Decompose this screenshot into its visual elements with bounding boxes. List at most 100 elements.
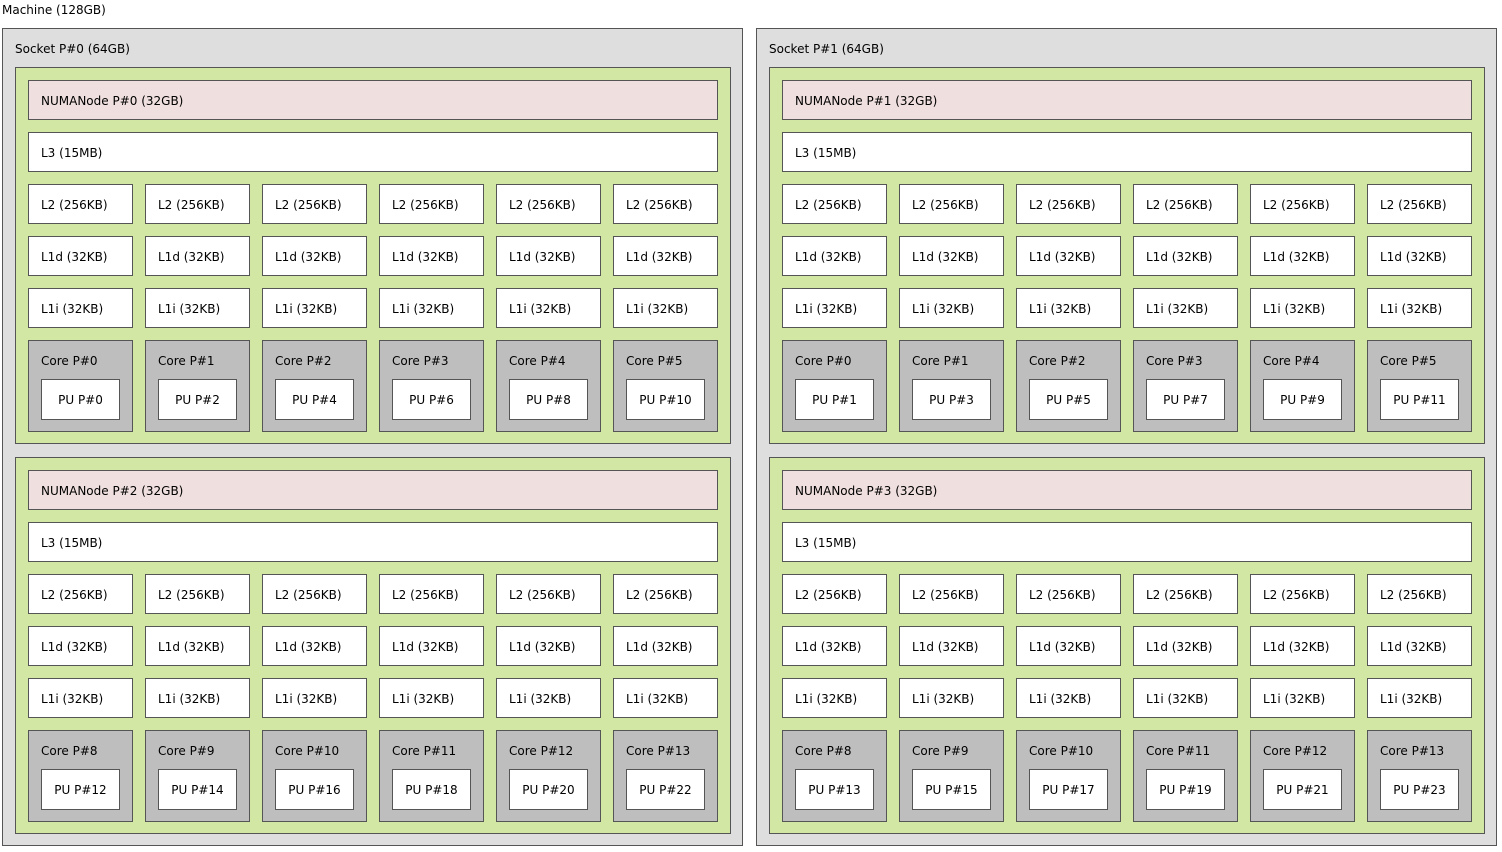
- numa-node-group: NUMANode P#3 (32GB) L3 (15MB) L2 (256KB) L2…: [769, 457, 1485, 834]
- l3-cache: L3 (15MB): [28, 132, 718, 172]
- l2-cache: L2 (256KB): [782, 184, 887, 224]
- l1d-cache: L1d (32KB): [1016, 236, 1121, 276]
- l1i-cache: L1i (32KB): [1250, 288, 1355, 328]
- l2-cache: L2 (256KB): [1250, 574, 1355, 614]
- l1i-cache: L1i (32KB): [899, 678, 1004, 718]
- numa-node-label: NUMANode P#2 (32GB): [41, 484, 184, 498]
- l1i-cache: L1i (32KB): [1016, 678, 1121, 718]
- l1i-cache: L1i (32KB): [379, 678, 484, 718]
- l1i-cache: L1i (32KB): [1016, 288, 1121, 328]
- l1i-cache-label: L1i (32KB): [1380, 692, 1443, 706]
- pu-box: PU P#12: [41, 769, 120, 810]
- core-label: Core P#9: [912, 744, 969, 758]
- core-label: Core P#9: [158, 744, 215, 758]
- pu-box: PU P#5: [1029, 379, 1108, 420]
- l1d-cache-label: L1d (32KB): [626, 640, 693, 654]
- pu-label: PU P#8: [526, 393, 571, 407]
- l1d-cache-label: L1d (32KB): [1146, 640, 1213, 654]
- l1d-cache: L1d (32KB): [28, 236, 133, 276]
- core-box: Core P#9 PU P#15: [899, 730, 1004, 822]
- pu-box: PU P#3: [912, 379, 991, 420]
- l2-cache: L2 (256KB): [262, 184, 367, 224]
- l1i-cache-label: L1i (32KB): [795, 302, 858, 316]
- l2-cache-label: L2 (256KB): [392, 588, 459, 602]
- l3-cache: L3 (15MB): [28, 522, 718, 562]
- numa-node-group: NUMANode P#0 (32GB) L3 (15MB) L2 (256KB) L2…: [15, 67, 731, 444]
- l1i-cache: L1i (32KB): [613, 288, 718, 328]
- l1i-cache: L1i (32KB): [1133, 288, 1238, 328]
- l2-cache-label: L2 (256KB): [392, 198, 459, 212]
- core-label: Core P#1: [912, 354, 969, 368]
- pu-label: PU P#3: [929, 393, 974, 407]
- numa-node-label: NUMANode P#3 (32GB): [795, 484, 938, 498]
- l1i-cache-label: L1i (32KB): [275, 692, 338, 706]
- l1i-cache-label: L1i (32KB): [392, 692, 455, 706]
- l1i-cache: L1i (32KB): [28, 678, 133, 718]
- l3-cache-label: L3 (15MB): [41, 146, 103, 160]
- l2-cache-label: L2 (256KB): [1146, 588, 1213, 602]
- numa-node-header: NUMANode P#0 (32GB): [28, 80, 718, 120]
- pu-box: PU P#7: [1146, 379, 1225, 420]
- pu-label: PU P#2: [175, 393, 220, 407]
- core-label: Core P#12: [1263, 744, 1328, 758]
- pu-label: PU P#1: [812, 393, 857, 407]
- l1d-cache: L1d (32KB): [613, 236, 718, 276]
- l1d-cache-label: L1d (32KB): [1029, 250, 1096, 264]
- l1i-cache: L1i (32KB): [899, 288, 1004, 328]
- l1i-cache-label: L1i (32KB): [912, 692, 975, 706]
- l1i-cache-label: L1i (32KB): [1263, 692, 1326, 706]
- core-label: Core P#0: [41, 354, 98, 368]
- l1d-cache: L1d (32KB): [1016, 626, 1121, 666]
- l1d-cache: L1d (32KB): [28, 626, 133, 666]
- l2-cache-label: L2 (256KB): [158, 588, 225, 602]
- l1d-cache-label: L1d (32KB): [795, 250, 862, 264]
- pu-box: PU P#8: [509, 379, 588, 420]
- pu-label: PU P#22: [639, 783, 692, 797]
- core-label: Core P#1: [158, 354, 215, 368]
- l1i-cache: L1i (32KB): [145, 678, 250, 718]
- numa-node-group: NUMANode P#1 (32GB)L3 (15MB)L2 (256KB)L2…: [769, 67, 1485, 444]
- pu-box: PU P#17: [1029, 769, 1108, 810]
- l1d-cache: L1d (32KB): [1250, 626, 1355, 666]
- core-box: Core P#0 PU P#0: [28, 340, 133, 432]
- l1i-cache-label: L1i (32KB): [275, 302, 338, 316]
- core-label: Core P#2: [275, 354, 332, 368]
- l1i-cache: L1i (32KB): [613, 678, 718, 718]
- l2-cache-label: L2 (256KB): [626, 198, 693, 212]
- l1d-cache: L1d (32KB): [1367, 236, 1472, 276]
- l2-cache-label: L2 (256KB): [275, 588, 342, 602]
- l1i-cache: L1i (32KB): [782, 678, 887, 718]
- l1d-cache-label: L1d (32KB): [509, 640, 576, 654]
- pu-box: PU P#11: [1380, 379, 1459, 420]
- l1d-cache-label: L1d (32KB): [41, 250, 108, 264]
- l2-cache: L2 (256KB): [145, 184, 250, 224]
- l2-cache: L2 (256KB): [1367, 184, 1472, 224]
- l3-cache-label: L3 (15MB): [795, 536, 857, 550]
- l2-cache-label: L2 (256KB): [275, 198, 342, 212]
- l2-cache-label: L2 (256KB): [912, 198, 979, 212]
- l2-cache-label: L2 (256KB): [158, 198, 225, 212]
- l1i-cache: L1i (32KB): [379, 288, 484, 328]
- pu-box: PU P#0: [41, 379, 120, 420]
- l2-cache-label: L2 (256KB): [1029, 198, 1096, 212]
- pu-label: PU P#15: [925, 783, 978, 797]
- l2-cache-label: L2 (256KB): [1146, 198, 1213, 212]
- pu-box: PU P#13: [795, 769, 874, 810]
- l1d-cache: L1d (32KB): [613, 626, 718, 666]
- l2-cache: L2 (256KB): [1250, 184, 1355, 224]
- core-label: Core P#8: [41, 744, 98, 758]
- l2-cache: L2 (256KB): [899, 574, 1004, 614]
- pu-label: PU P#11: [1393, 393, 1446, 407]
- core-label: Core P#5: [626, 354, 683, 368]
- l1d-cache-label: L1d (32KB): [392, 640, 459, 654]
- l1d-cache-label: L1d (32KB): [795, 640, 862, 654]
- l2-cache: L2 (256KB): [1367, 574, 1472, 614]
- l2-cache-label: L2 (256KB): [509, 198, 576, 212]
- socket-label: Socket P#0 (64GB): [15, 42, 130, 56]
- l2-cache: L2 (256KB): [28, 184, 133, 224]
- l1d-cache-label: L1d (32KB): [158, 640, 225, 654]
